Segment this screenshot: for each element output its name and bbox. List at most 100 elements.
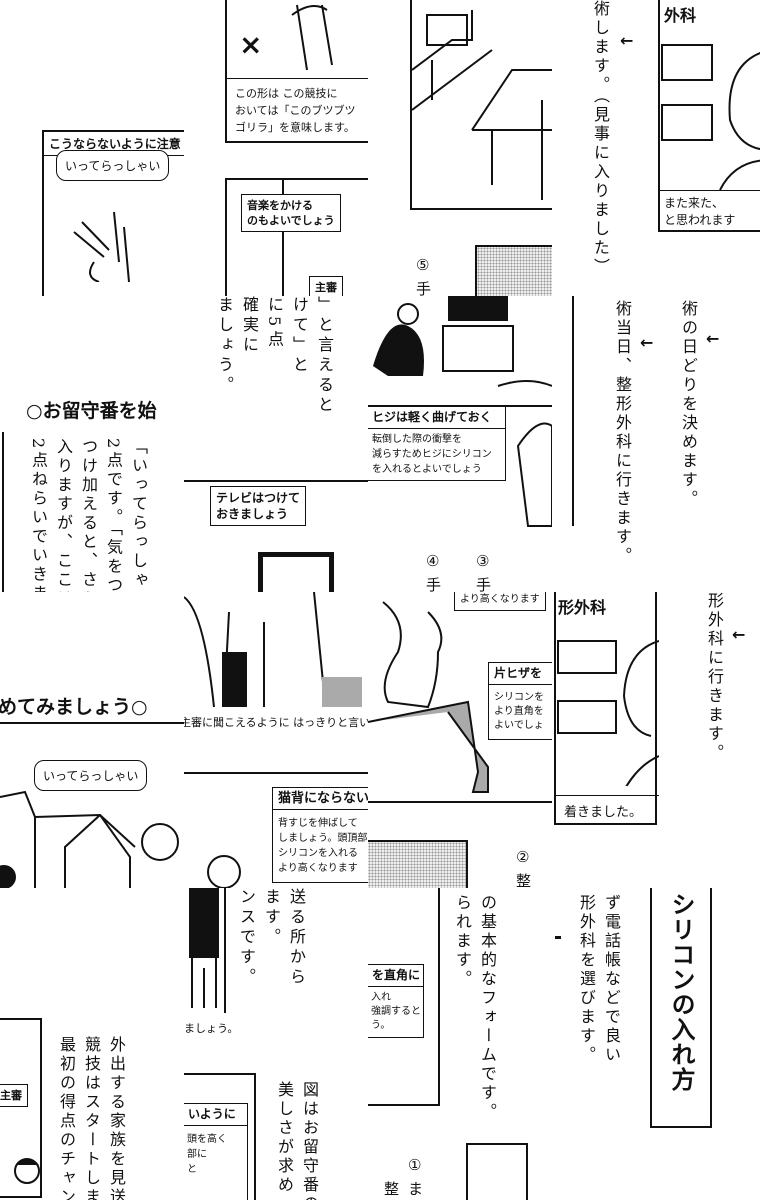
caption-line: 背すじを伸ばして: [278, 818, 358, 829]
angle-panel: を直角に 入れ 強調すると う。: [368, 888, 440, 1106]
caption-line: また来た、: [664, 196, 725, 210]
top-caption: より高くなります: [454, 592, 546, 611]
finger-illustration: [291, 4, 333, 71]
vertical-body: 「いってらっしゃい 2点です。「気をつけ つけ加えると、さら 入りますが、ここは…: [26, 438, 151, 592]
arrow-left-icon: ←: [706, 329, 720, 348]
caption-line: より高くなります: [278, 863, 358, 874]
step-char: ま: [408, 1180, 424, 1198]
posture-panel: いように 頭を高く 部に と: [184, 1073, 256, 1200]
vertical-body: 図はお留守番の 美しさが求め: [272, 1081, 322, 1200]
vertical-body: ず電話帳などで良い 形外科を選びます。: [574, 894, 624, 1094]
caption-line: シリコンを: [494, 692, 544, 703]
text-column: 図はお留守番の: [300, 1081, 319, 1200]
text-column: つけ加えると、さら: [79, 438, 98, 592]
arrow-left-icon: ←: [732, 625, 746, 644]
vertical-body: 」と言えると けて」と に5点 確実に ましょう。: [212, 296, 337, 466]
tv-caption: テレビはつけて おきましょう: [210, 486, 307, 526]
tile-form: 送る所から ます。 ンスです。 ましょう。 いように 頭を高く 部に と 図はお…: [184, 888, 368, 1200]
tile-tv: 」と言えると けて」と に5点 確実に ましょう。 テレビはつけて おきましょう: [184, 296, 368, 592]
arrow-left-icon: ←: [640, 333, 654, 352]
panel-border: [184, 480, 368, 482]
text-column: 美しさが求め: [275, 1081, 294, 1195]
clinic-panel: 外科 また来た、 と思われます: [658, 0, 760, 232]
tile-room: ⑤ 手: [368, 0, 552, 296]
tile-seeoff: 主審 外出する家族を見送 競技はスタートしま 最初の得点のチャン: [0, 888, 184, 1200]
caption-line: 頭を高く: [187, 1134, 227, 1145]
caption-line: 入れ: [371, 992, 391, 1003]
caption-line: より直角を: [494, 706, 544, 717]
text-column: られます。: [453, 894, 472, 989]
elbow-caption: ヒジは軽く曲げておく 転倒した際の衝撃を 減らすためヒジにシリコン を入れるとよ…: [368, 406, 506, 481]
step-number: ②: [516, 848, 530, 866]
step-char: 手: [476, 576, 492, 592]
caption-line: おきましょう: [216, 507, 289, 521]
wrong-mark: ×: [239, 28, 263, 61]
clinic-sign: 外科: [664, 6, 697, 25]
step-char: 整: [384, 1180, 400, 1198]
arrow-left-icon: ←: [620, 31, 634, 50]
caption-line: ゴリラ」を意味します。: [235, 121, 355, 134]
posture-caption: 猫背にならない 背すじを伸ばして しましょう。頭頂部 シリコンを入れる より高く…: [272, 787, 368, 883]
text-column: 最初の得点のチャン: [57, 1036, 76, 1200]
caption-strip: 主審に聞こえるように はっきりと言い: [184, 716, 368, 729]
clinic-caption: また来た、 と思われます: [660, 190, 760, 233]
room-illustration: [412, 10, 552, 200]
building-illustration: [557, 640, 659, 786]
text-column: 2点です。「気をつけ: [104, 438, 123, 592]
caption-line: シリコンを入れる: [278, 848, 358, 859]
text-column: けて」と: [290, 296, 309, 376]
shaded-panel: [475, 245, 552, 296]
dash-mark: [555, 936, 561, 939]
caption-line: この形は この競技に: [235, 87, 338, 100]
tv-illustration: [258, 552, 334, 592]
border-line: [2, 432, 4, 592]
tile-start-heading: ○お留守番を始 「いってらっしゃい 2点です。「気をつけ つけ加えると、さら 入…: [0, 296, 184, 592]
tile-elbow: ヒジは軽く曲げておく 転倒した際の衝撃を 減らすためヒジにシリコン を入れるとよ…: [368, 296, 552, 592]
tile-kneel: より高くなります 片ヒザを シリコンを より直角を よいでしょ ② 整: [368, 592, 552, 888]
vertical-body: の基本的なフォームです。 られます。: [450, 894, 500, 1124]
caption-line: ましょう。: [184, 1022, 239, 1035]
step-number: ⑤: [416, 256, 430, 274]
tile-surgery: 術します。（見事に入りました） ← 外科 また来た、 と思われます: [552, 0, 760, 296]
caption-box: を直角に 入れ 強調すると う。: [368, 964, 424, 1038]
vertical-body: 送る所から ます。 ンスです。: [234, 888, 309, 1008]
caption-line: を入れるとよいでしょう: [372, 464, 482, 475]
arrived-caption: 着きました。: [556, 795, 659, 825]
referee-label: 主審: [309, 276, 343, 296]
clinic-sign: 形外科: [558, 598, 607, 617]
face-illustration: [14, 1158, 40, 1184]
caption-header: ヒジは軽く曲げておく: [368, 407, 505, 429]
caption-line: よいでしょ: [494, 720, 544, 731]
tile-title: ず電話帳などで良い 形外科を選びます。 シリコンの入れ方: [552, 888, 760, 1200]
knee-caption: 片ヒザを シリコンを より直角を よいでしょ: [488, 662, 552, 740]
caption-line: のもよいでしょう: [247, 214, 335, 227]
text-column: ンスです。: [237, 888, 256, 988]
empty-panel: [466, 1143, 528, 1200]
text-column: に5点: [265, 296, 284, 351]
caption-line: う。: [371, 1020, 391, 1031]
houses-illustration: [0, 790, 179, 888]
step-char: 手: [426, 576, 442, 592]
text-column: 送る所から: [287, 888, 306, 988]
step-char: 手: [416, 280, 432, 296]
tile-gesture: × この形は この競技に おいては「このブツブツ ゴリラ」を意味します。 音楽を…: [184, 0, 368, 296]
tile-try-heading: めてみましょう○ いってらっしゃい: [0, 592, 184, 888]
caption-line: と: [187, 1164, 197, 1175]
vertical-text: 術します。（見事に入りました）: [591, 0, 610, 277]
vertical-body: 外出する家族を見送 競技はスタートしま 最初の得点のチャン: [54, 1036, 129, 1200]
step-number: ①: [408, 1156, 422, 1174]
caption-line: しましょう。頭頂部: [278, 833, 368, 844]
text-column: ましょう。: [215, 296, 234, 396]
tile-caution: こうならないように注意 いってらっしゃい: [0, 0, 184, 296]
caption-line: 減らすためヒジにシリコン: [372, 449, 492, 460]
caption-header: 片ヒザを: [489, 663, 552, 685]
tile-arrived: 形外科 着きました。 形外科に行きます。 ←: [552, 592, 760, 888]
divider: [0, 722, 184, 724]
text-column: 競技はスタートしま: [82, 1036, 101, 1200]
caption-line: 転倒した際の衝撃を: [372, 434, 462, 445]
panel-border: [224, 888, 226, 1013]
section-title: シリコンの入れ方: [667, 892, 695, 1092]
sitting-man-illustration: [368, 296, 552, 527]
gesture-panel: × この形は この競技に おいては「このブツブツ ゴリラ」を意味します。: [225, 0, 368, 143]
caption-line: 音楽をかける: [247, 199, 313, 212]
